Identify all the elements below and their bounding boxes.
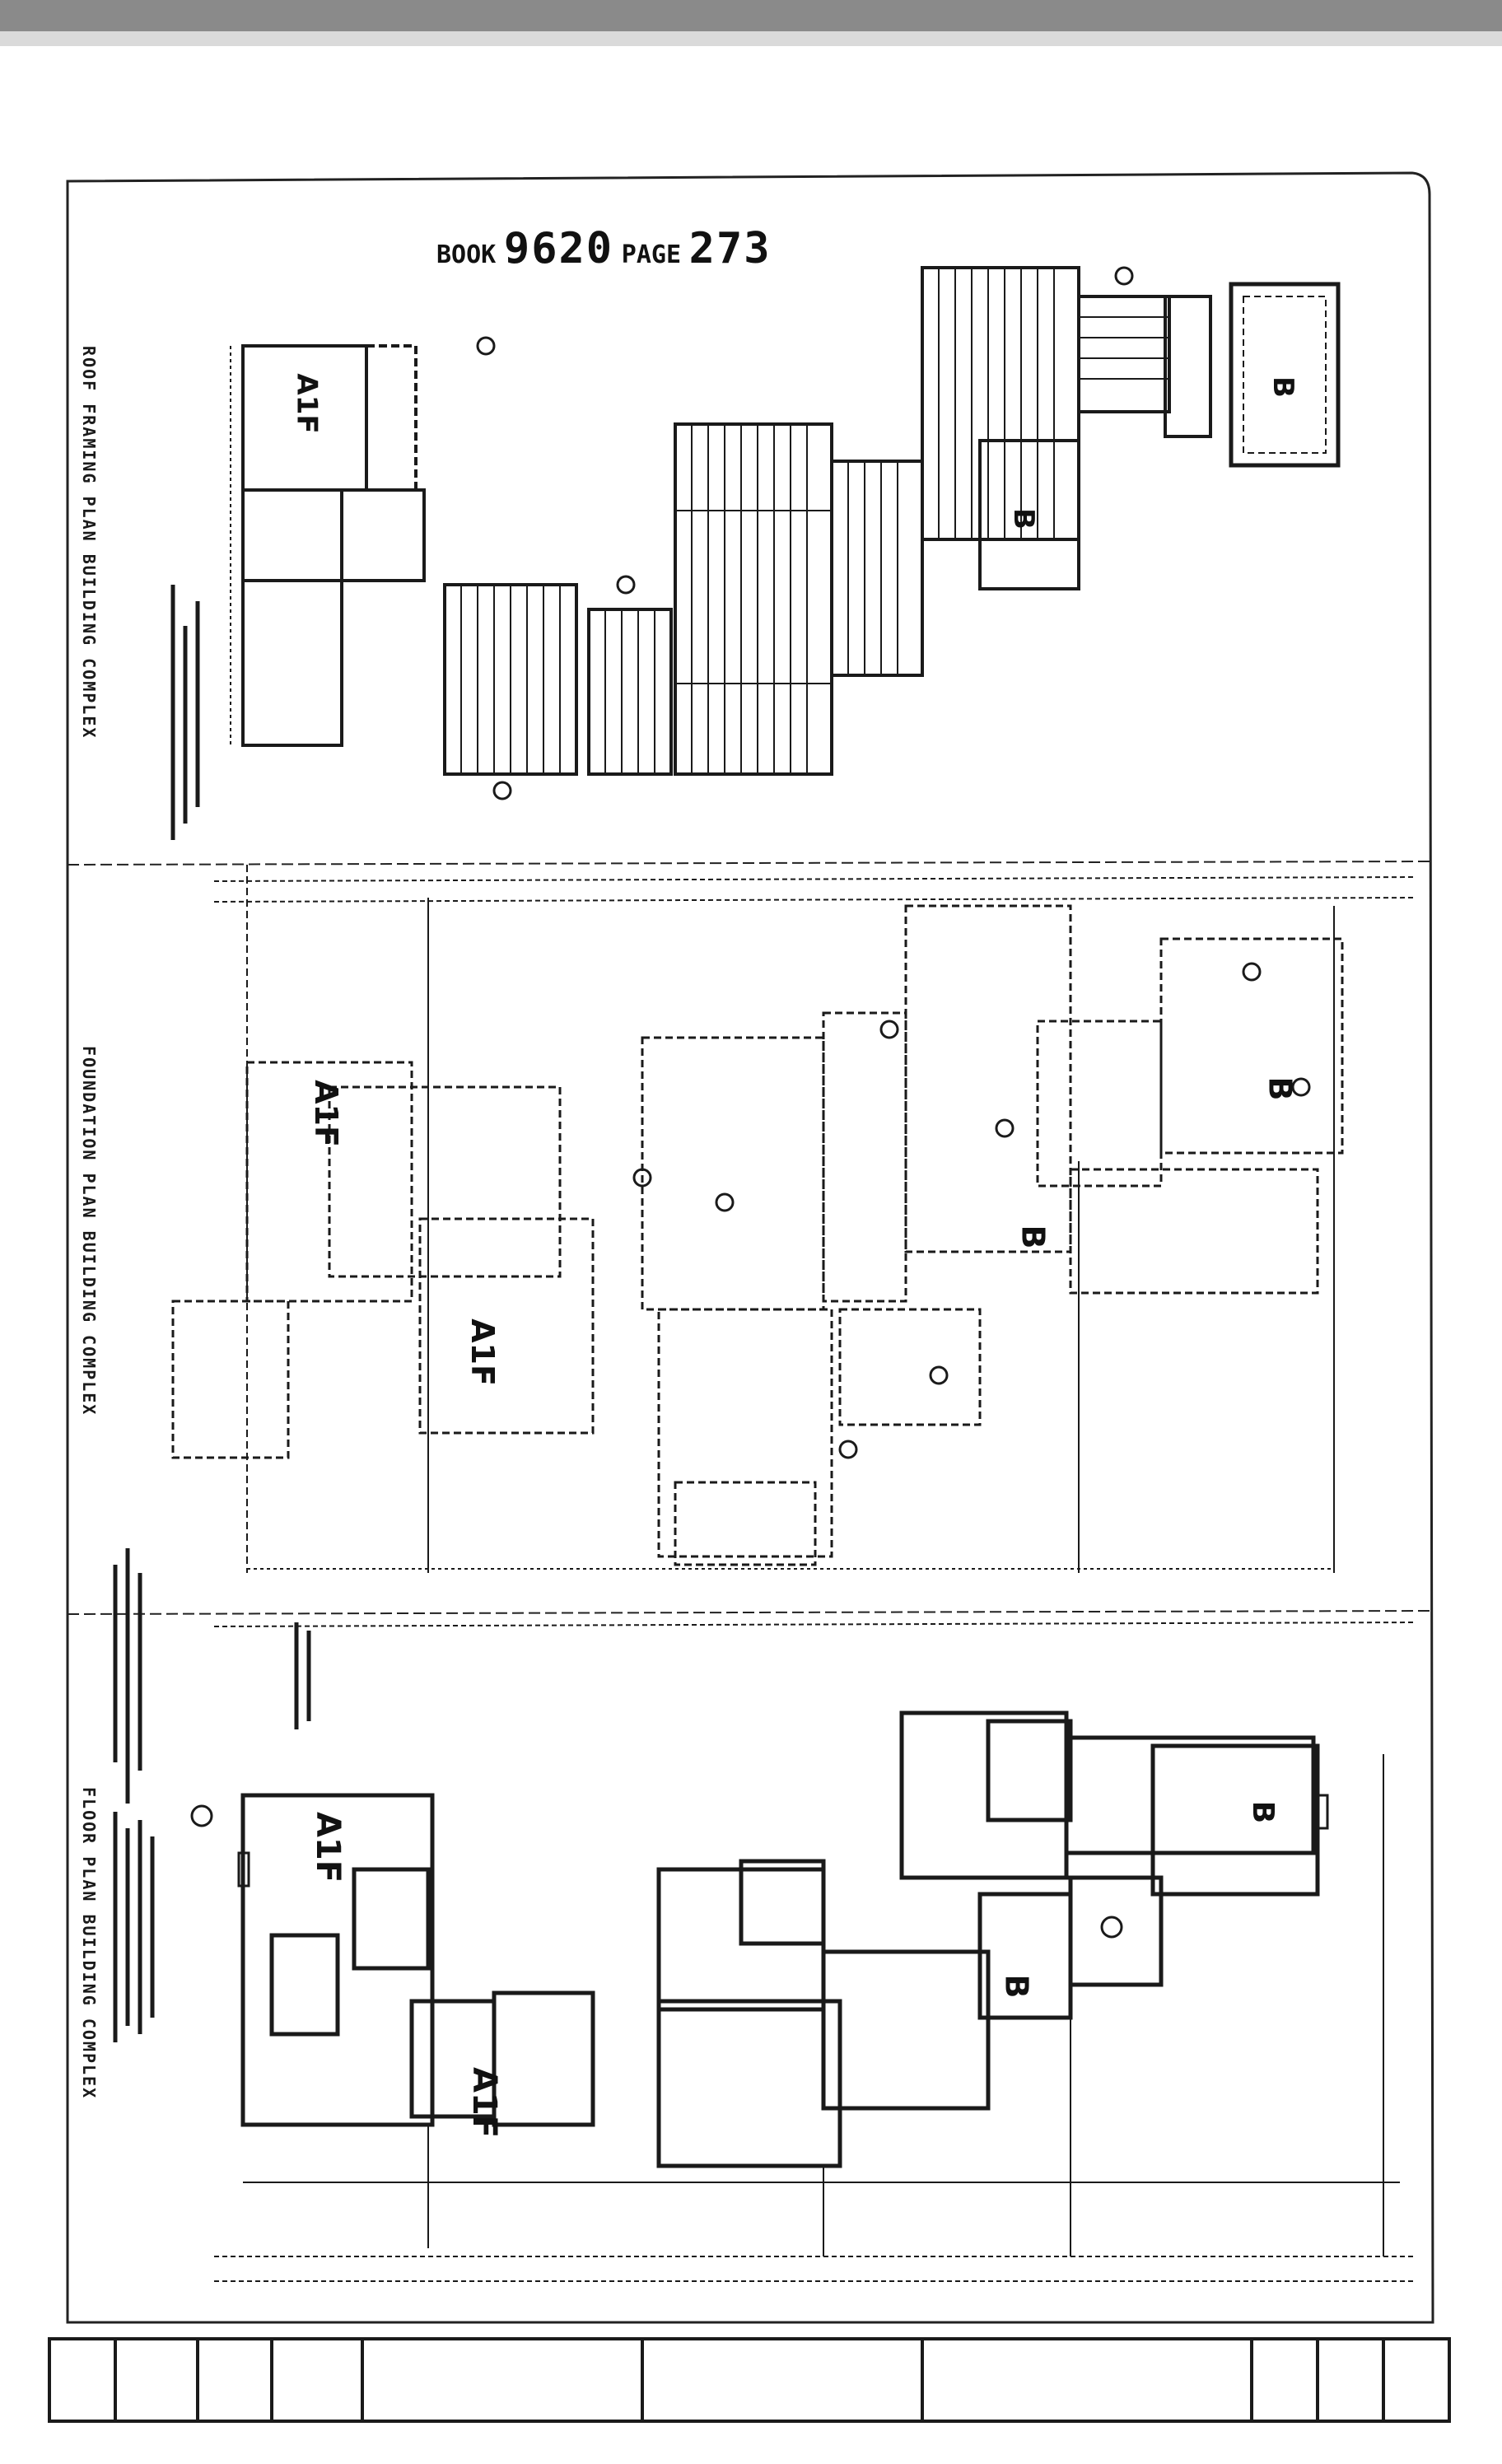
roof-rafters-block-5: [921, 266, 1080, 541]
scan-top-band: [0, 0, 1502, 31]
foundation-unit-a-label-2: A1F: [464, 1318, 501, 1386]
roof-unit-b-label-1: B: [1006, 508, 1040, 530]
floor-unit-b-label-2: B: [998, 1974, 1035, 1999]
book-page-stamp: BOOK 9620 PAGE 273: [436, 224, 772, 273]
foundation-unit-b-label-1: B: [1262, 1076, 1299, 1101]
roof-rafters-block-2: [587, 608, 673, 776]
scan-top-band-2: [0, 31, 1502, 46]
floor-unit-a-label-1: A1F: [309, 1811, 348, 1883]
roof-unit-a-label: A1F: [290, 373, 324, 434]
book-number: 9620: [503, 224, 614, 273]
floor-unit-b-label-1: B: [1246, 1800, 1280, 1824]
roof-rafters-block-1: [443, 583, 578, 776]
foundation-unit-a-label-1: A1F: [307, 1080, 344, 1147]
roof-rafters-block-6: [1077, 295, 1171, 413]
roof-rafters-block-4: [830, 460, 924, 677]
sheet-border: [66, 171, 1434, 2324]
floor-plan: [190, 1710, 1400, 2256]
foundation-unit-b-label-2: B: [1015, 1225, 1052, 1249]
title-block: [48, 2337, 1451, 2423]
roof-unit-b-label-2: B: [1266, 376, 1299, 398]
page-number: 273: [688, 224, 772, 273]
page-label: PAGE: [621, 240, 682, 269]
separator-foundation-floor: [67, 1610, 1430, 1615]
foundation-plan: [171, 865, 1344, 1573]
notes-blocks: [113, 585, 311, 2042]
dimension-lines: [213, 876, 1417, 2282]
roof-plan-title: ROOF FRAMING PLAN BUILDING COMPLEX: [79, 346, 99, 740]
floor-unit-a-label-2: A1F: [465, 2066, 504, 2139]
book-label: BOOK: [436, 240, 497, 269]
separator-roof-foundation: [67, 861, 1430, 866]
roof-framing-plan: [230, 266, 1341, 800]
floor-plan-title: FLOOR PLAN BUILDING COMPLEX: [79, 1787, 99, 2100]
roof-rafters-block-3: [674, 422, 833, 776]
foundation-plan-title: FOUNDATION PLAN BUILDING COMPLEX: [79, 1046, 99, 1416]
